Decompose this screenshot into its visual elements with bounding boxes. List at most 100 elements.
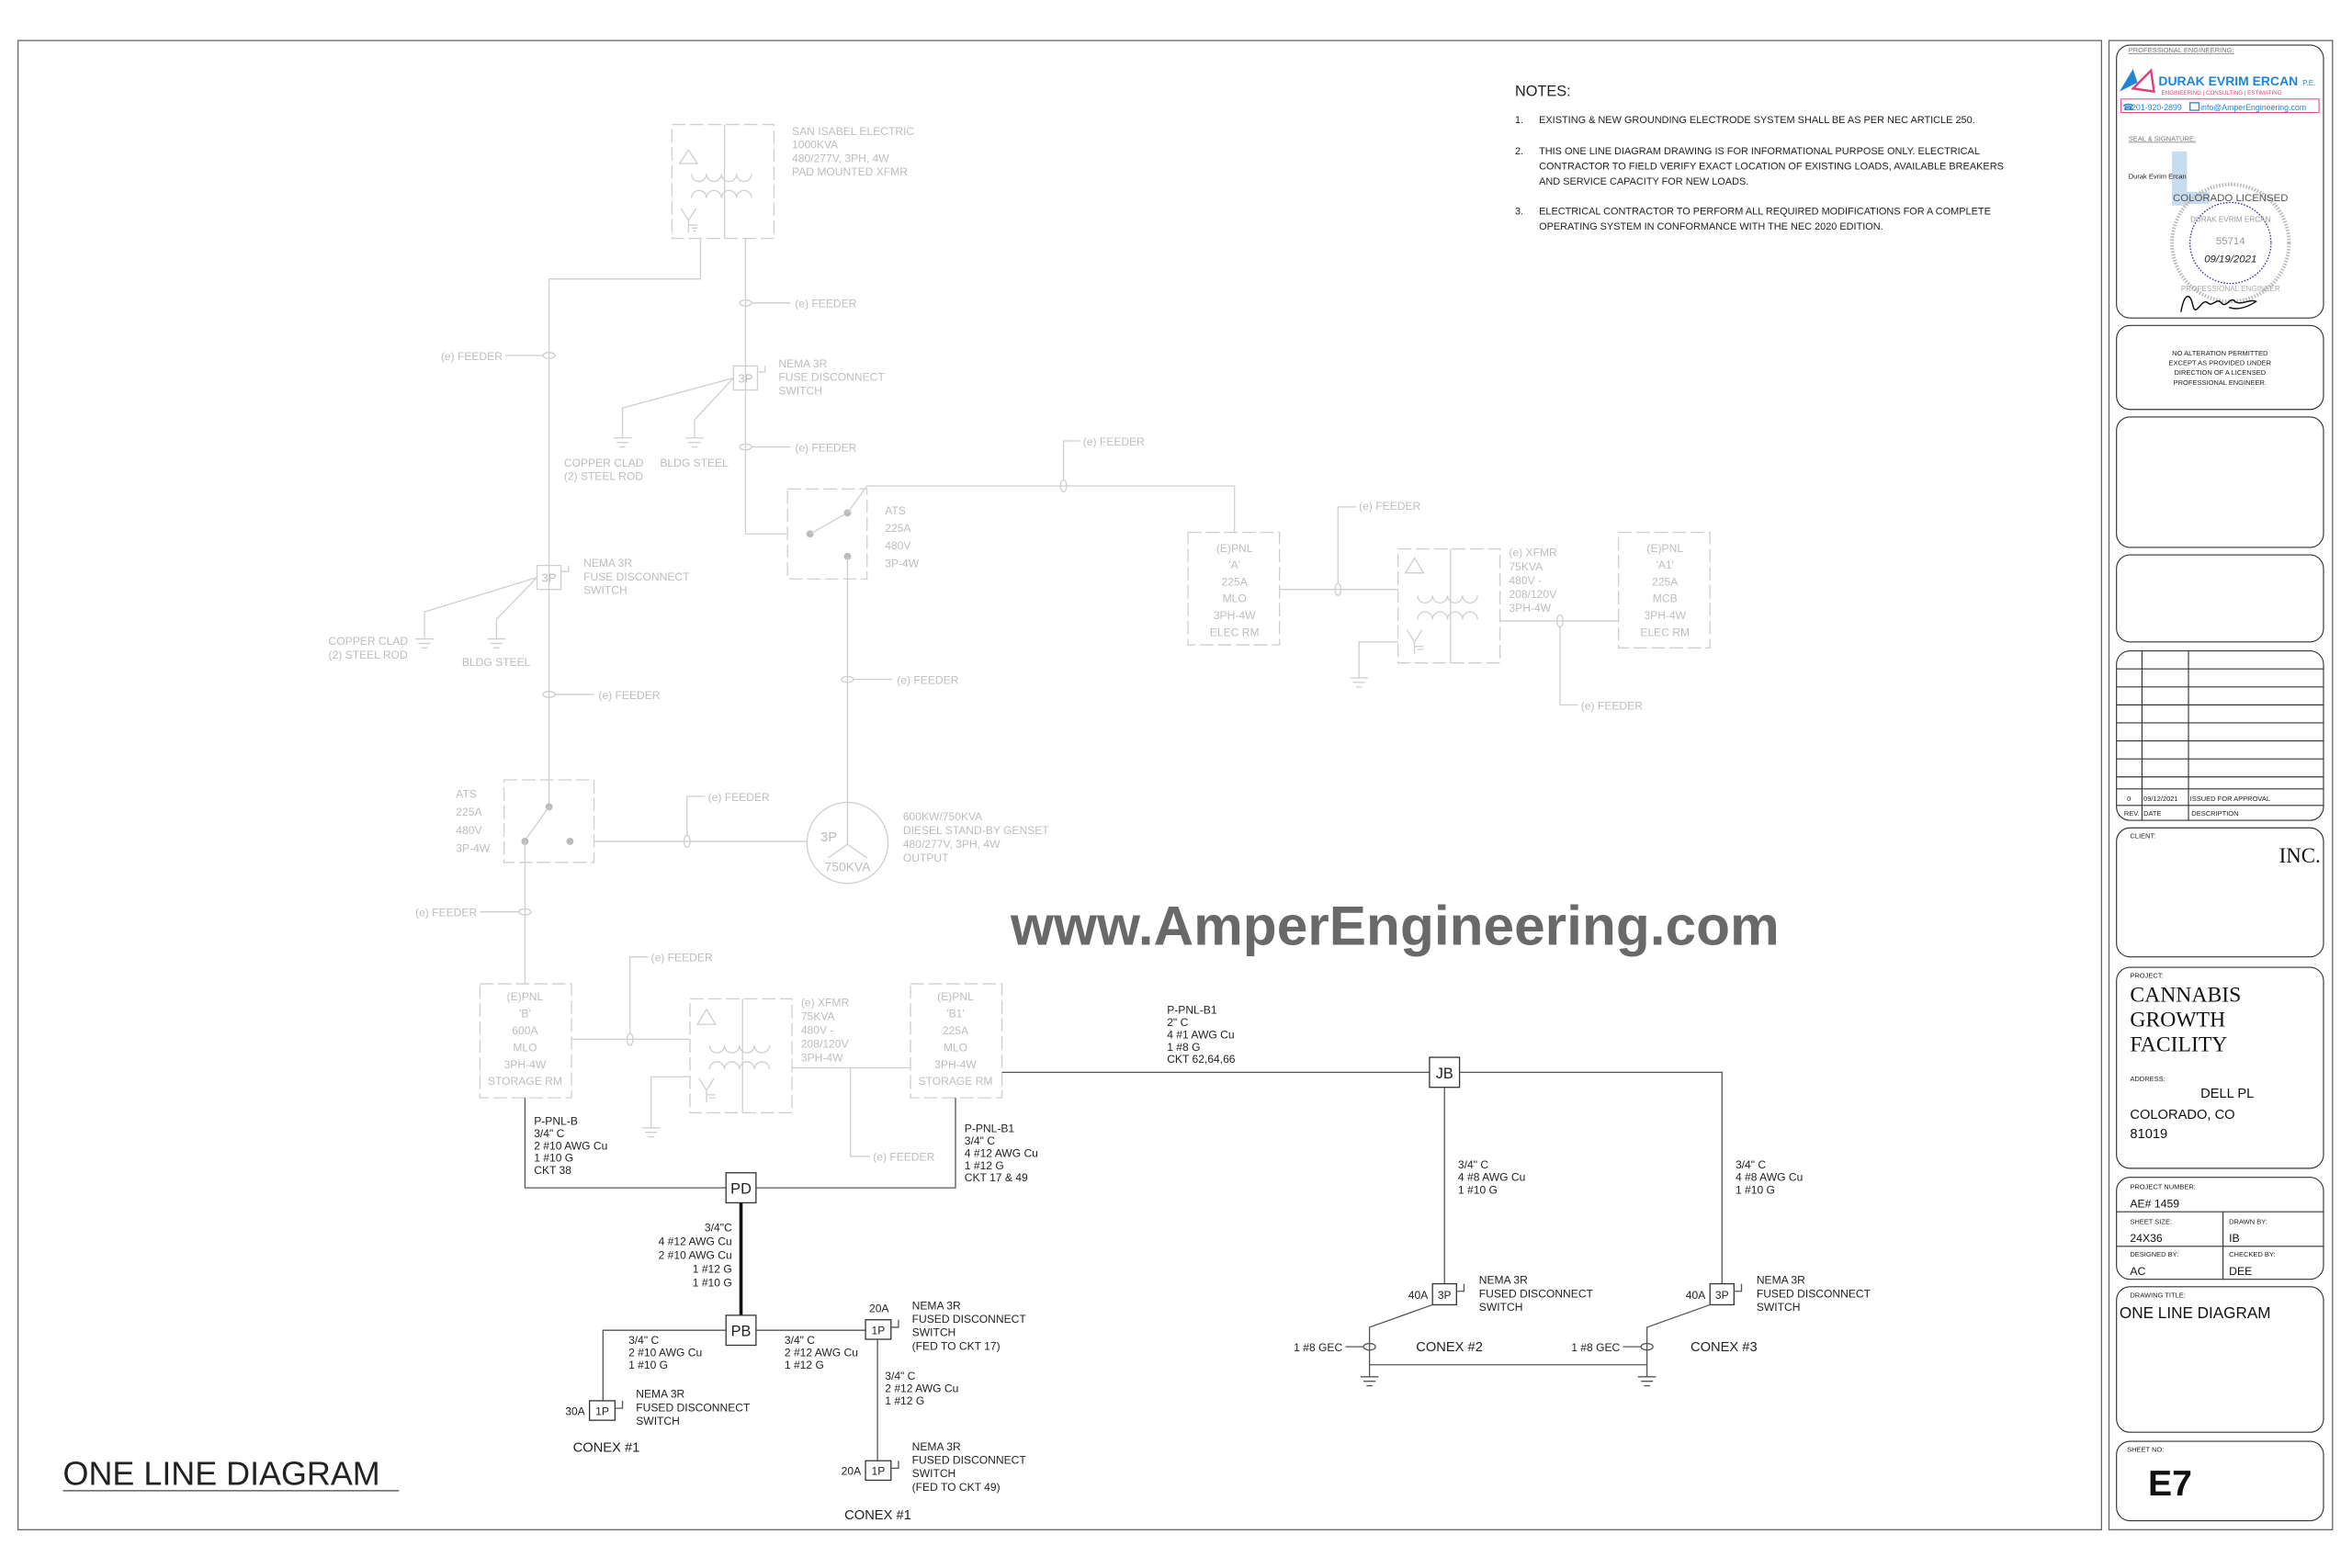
- address-label: ADDRESS:: [2130, 1075, 2165, 1083]
- text-line: EXISTING & NEW GROUNDING ELECTRODE SYSTE…: [1539, 115, 1975, 126]
- text-line: 3/4"C: [705, 1221, 732, 1234]
- title-block: PROFESSIONAL ENGINEERING: DURAK EVRIM ER…: [2116, 44, 2324, 1522]
- text-line: P-PNL-B: [534, 1115, 578, 1128]
- firm-logo: DURAK EVRIM ERCAN P.E. ENGINEERING | CON…: [2119, 68, 2315, 96]
- text-line: FUSED DISCONNECT: [636, 1401, 751, 1414]
- conex-3-label: CONEX #3: [1690, 1340, 1758, 1355]
- text-line: 3/4" C: [1458, 1158, 1488, 1171]
- text-line: MLO: [1223, 592, 1247, 605]
- signature: [2180, 296, 2257, 312]
- project-number: AE# 1459: [2130, 1197, 2179, 1210]
- text-line: CANNABIS: [2130, 984, 2241, 1008]
- text-line: (e) XFMR: [801, 997, 850, 1010]
- rating-label: 40A: [1686, 1289, 1706, 1302]
- disconnect-1p-20a-ckt49: [865, 1460, 892, 1482]
- pull-box-pb: [725, 1314, 757, 1347]
- text-line: 480V -: [801, 1024, 834, 1037]
- drawing-title: ONE LINE DIAGRAM: [2120, 1303, 2271, 1322]
- text-line: NEMA 3R: [912, 1440, 961, 1453]
- firm-email[interactable]: info@AmperEngineering.com: [2200, 103, 2306, 112]
- note-number: 2.: [1515, 146, 1523, 157]
- sheet-no-label: SHEET NO:: [2127, 1445, 2164, 1453]
- text-line: FACILITY: [2130, 1033, 2227, 1057]
- text-line: DIESEL STAND-BY GENSET: [903, 824, 1049, 837]
- text-line: 1 #10 G: [1736, 1184, 1775, 1197]
- rating-label: 30A: [565, 1404, 585, 1417]
- bldg-steel-label: BLDG STEEL: [660, 457, 729, 469]
- text-line: NEMA 3R: [636, 1388, 684, 1401]
- project-number-label: PROJECT NUMBER:: [2130, 1183, 2196, 1191]
- text-line: 1000KVA: [792, 139, 839, 152]
- gec-label: 1 #8 GEC: [1294, 1341, 1342, 1354]
- text-line: PAD MOUNTED XFMR: [792, 165, 908, 178]
- drawing-border: [17, 39, 2102, 1530]
- text-line: CKT 62,64,66: [1167, 1053, 1236, 1066]
- contact-icon: [806, 530, 814, 538]
- rev-description: ISSUED FOR APPROVAL: [2190, 795, 2270, 803]
- text-line: 225A: [885, 522, 911, 535]
- jb-label: JB: [1436, 1066, 1453, 1082]
- text-line: SWITCH: [912, 1326, 956, 1339]
- feeder-label: (e) FEEDER: [708, 791, 770, 804]
- drawing-title-label: DRAWING TITLE:: [2130, 1291, 2185, 1299]
- text-line: SWITCH: [778, 384, 822, 397]
- sheet-size-label: SHEET SIZE:: [2130, 1217, 2172, 1225]
- text-line: 3/4" C: [628, 1334, 659, 1347]
- text-line: 3PH-4W: [801, 1052, 843, 1065]
- pd-label: PD: [730, 1181, 752, 1198]
- panel-b: [479, 983, 572, 1099]
- text-line: THIS ONE LINE DIAGRAM DRAWING IS FOR INF…: [1539, 146, 1980, 157]
- transformer-75kva-a: [1396, 547, 1501, 664]
- svg-text:55714: 55714: [2216, 236, 2245, 247]
- panel-b1: [910, 983, 1003, 1099]
- text-line: 225A: [1222, 575, 1249, 588]
- rev-number: 0: [2127, 795, 2131, 803]
- rating-label: 20A: [842, 1465, 862, 1478]
- note-text: EXISTING & NEW GROUNDING ELECTRODE SYSTE…: [1539, 115, 1975, 126]
- text-line: OUTPUT: [903, 852, 949, 864]
- text-line: 2 #10 AWG Cu: [534, 1139, 607, 1152]
- text-line: ATS: [885, 504, 906, 517]
- text-line: ELECTRICAL CONTRACTOR TO PERFORM ALL REQ…: [1539, 206, 1991, 217]
- ground-icon: [415, 637, 506, 649]
- text-line: 3/4" C: [885, 1370, 915, 1382]
- text-line: FUSED DISCONNECT: [912, 1453, 1027, 1466]
- text-line: 600KW/750KVA: [903, 810, 983, 823]
- address-line-1: DELL PL: [2200, 1087, 2254, 1101]
- pole-label: 1P: [872, 1324, 886, 1337]
- text-line: 'B': [519, 1007, 531, 1020]
- text-line: GROWTH: [2130, 1009, 2225, 1032]
- text-line: OPERATING SYSTEM IN CONFORMANCE WITH THE…: [1539, 221, 1883, 232]
- wye-ground-icon: [680, 208, 698, 233]
- note-text: ELECTRICAL CONTRACTOR TO PERFORM ALL REQ…: [1539, 206, 1991, 231]
- feeder-label: (e) FEEDER: [795, 298, 856, 310]
- copper-clad-label: COPPER CLAD(2) STEEL ROD: [564, 457, 644, 483]
- watermark: www.AmperEngineering.com: [1010, 895, 1780, 957]
- pe-heading: PROFESSIONAL ENGINEERING:: [2129, 46, 2234, 54]
- text-line: 'B1': [946, 1007, 964, 1020]
- drawn-by: IB: [2229, 1232, 2240, 1245]
- pole-label: 1P: [595, 1404, 609, 1417]
- notes-heading: NOTES:: [1515, 84, 1571, 100]
- svg-text:DURAK EVRIM ERCAN: DURAK EVRIM ERCAN: [2190, 216, 2271, 224]
- junction-box: [1429, 1056, 1461, 1089]
- text-line: 480/277V, 3PH, 4W: [792, 152, 889, 164]
- text-line: 480V -: [1509, 574, 1542, 587]
- text-line: 1 #8 G: [1167, 1041, 1200, 1054]
